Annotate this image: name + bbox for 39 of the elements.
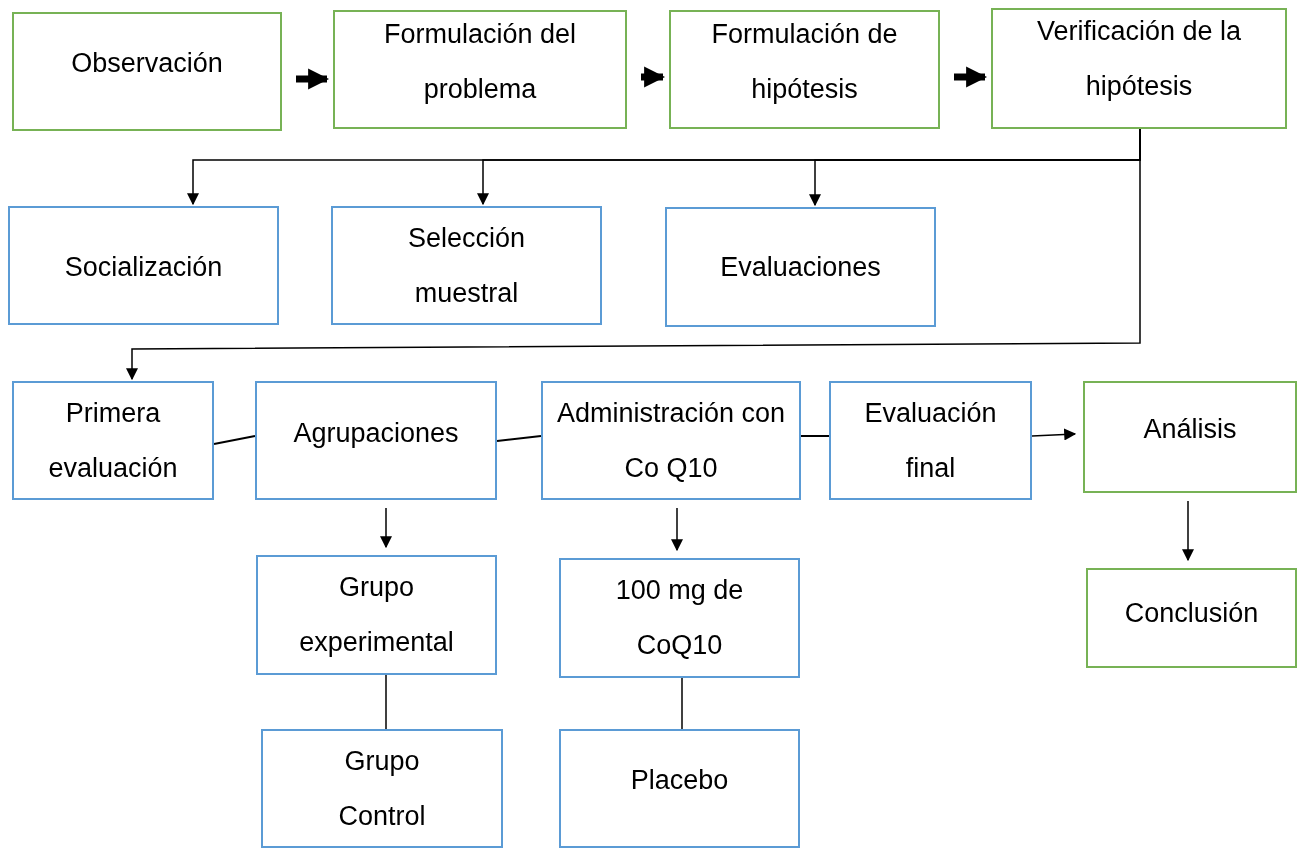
box-label: Socialización [64,251,223,284]
process-box [665,207,936,327]
box-label: Análisis [1143,412,1237,446]
box-label: Evaluaciones [720,250,881,284]
box-label: Grupo experimental [298,571,455,659]
box-label: Formulación del problema [382,17,578,106]
arrow [1182,500,1194,562]
arrow [1031,428,1077,441]
process-box [559,729,800,848]
process-box [669,10,940,129]
process-box [559,558,800,678]
process-box [541,381,801,500]
process-box [829,381,1032,500]
process-box [331,206,602,325]
process-box [255,381,497,500]
arrow [671,507,683,552]
process-box [8,206,279,325]
arrow [380,507,392,549]
process-box [12,381,214,500]
box-label: Conclusión [1124,596,1259,630]
process-box [1086,568,1297,668]
box-label: Placebo [630,764,729,797]
box-label: Primera evaluación [47,396,179,485]
process-box [256,555,497,675]
box-label: Selección muestral [406,221,527,310]
arrow [641,66,666,88]
box-label: Verificación de la hipótesis [1035,14,1243,103]
process-box [261,729,503,848]
process-box [12,12,282,131]
box-label: Administración con Co Q10 [556,396,786,485]
process-box [1083,381,1297,493]
box-label: Formulación de hipótesis [710,17,899,106]
box-label: 100 mg de CoQ10 [614,574,745,662]
box-label: Evaluación final [863,396,998,485]
box-label: Agrupaciones [293,417,459,450]
process-box [991,8,1287,129]
box-label: Grupo Control [337,744,427,833]
process-box [333,10,627,129]
box-label: Observación [71,47,223,80]
